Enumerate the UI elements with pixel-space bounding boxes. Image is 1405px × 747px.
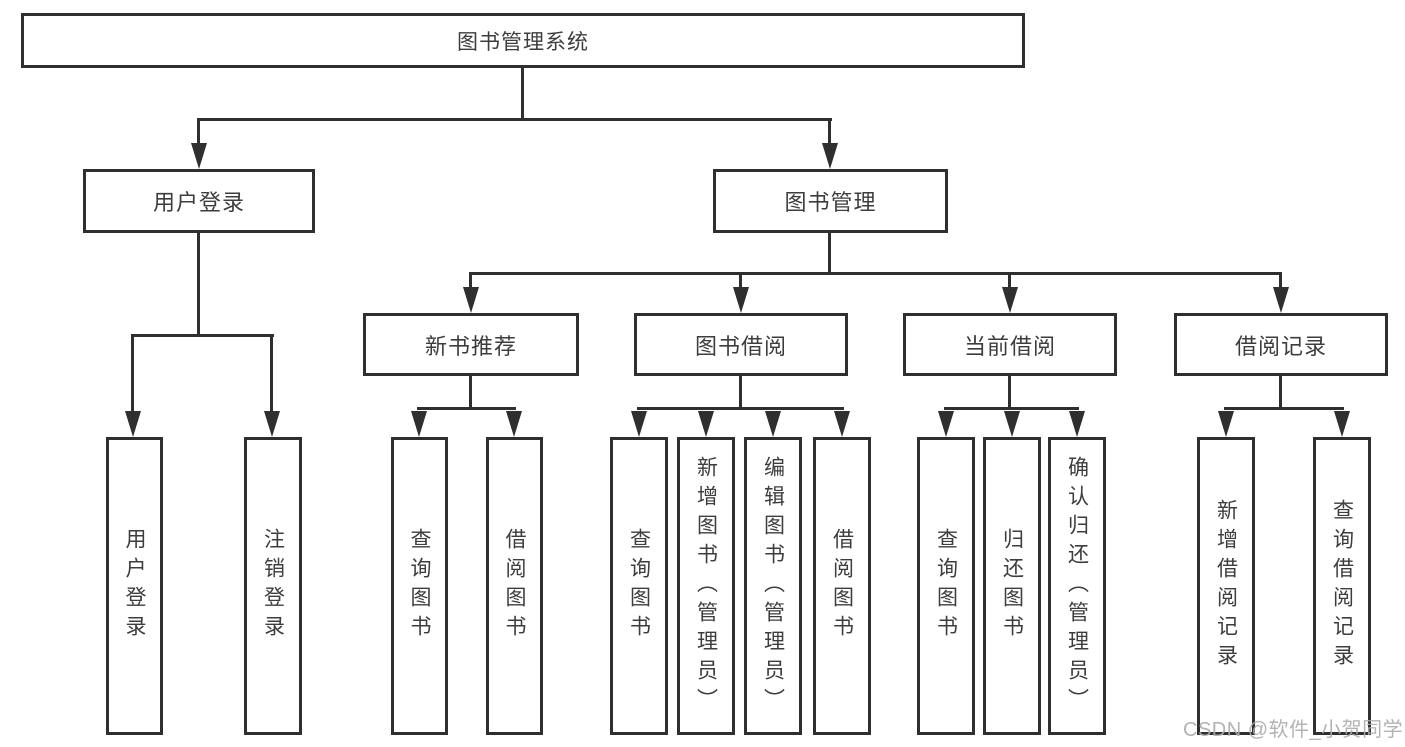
arrowhead-down-icon [1218,411,1234,437]
connector-vline [1279,376,1282,410]
arrowhead-down-icon [822,143,838,169]
node-label: 查询图书 [934,528,958,644]
connector-vline [1008,376,1011,410]
arrowhead-down-icon [765,411,781,437]
csdn-watermark: CSDN @软件_小贺同学 [1183,719,1404,741]
node-borrowing-records: 借阅记录 [1174,313,1388,376]
node-label: 查询图书 [408,528,431,644]
connector-book-mgmt-hline [469,272,1282,275]
connector-root-hline [197,118,832,121]
node-label: 注销登录 [261,528,285,644]
connector-stub [1008,274,1011,289]
arrowhead-down-icon [1002,287,1018,313]
connector-stub [270,336,273,413]
connector-vline [739,376,742,410]
node-label: 图书管理 [784,190,877,215]
node-label: 归还图书 [1000,528,1024,644]
node-label: 新书推荐 [424,333,517,359]
leaf-add-books-admin: 新增图书（管理员） [677,437,735,735]
connector-stub [739,274,742,289]
connector-book-mgmt-vline [828,233,831,274]
connector-stub [197,120,200,144]
arrowhead-down-icon [834,411,850,437]
node-new-book-recommendation: 新书推荐 [363,313,579,376]
arrowhead-down-icon [698,411,714,437]
leaf-borrow-books-recommend: 借阅图书 [486,437,543,735]
arrowhead-down-icon [938,411,954,437]
leaf-logout: 注销登录 [244,437,302,735]
node-label: 确认归还（管理员） [1065,455,1089,717]
node-current-borrowing: 当前借阅 [903,313,1117,376]
node-root-library-management-system: 图书管理系统 [21,13,1025,68]
arrowhead-down-icon [631,411,647,437]
leaf-query-books-borrowing: 查询图书 [610,437,668,735]
connector-stub [469,274,472,289]
node-user-login-branch: 用户登录 [83,169,315,233]
node-label: 当前借阅 [963,333,1056,359]
leaf-return-books: 归还图书 [983,437,1041,735]
arrowhead-down-icon [264,411,280,437]
connector-stub [131,336,134,413]
connector-hline [417,407,516,410]
arrowhead-down-icon [1069,411,1085,437]
node-label: 编辑图书（管理员） [761,455,785,717]
node-label: 用户登录 [152,190,245,215]
leaf-query-borrow-record: 查询借阅记录 [1313,437,1371,735]
node-label: 用户登录 [123,528,146,644]
arrowhead-down-icon [1273,287,1289,313]
node-label: 借阅记录 [1234,333,1327,359]
leaf-confirm-return-admin: 确认归还（管理员） [1048,437,1106,735]
connector-hline [1224,407,1344,410]
connector-user-login-vline [197,233,200,336]
arrowhead-down-icon [1004,411,1020,437]
leaf-edit-books-admin: 编辑图书（管理员） [744,437,802,735]
node-label: 新增借阅记录 [1214,499,1238,673]
node-label: 新增图书（管理员） [694,455,718,717]
leaf-borrow-books: 借阅图书 [813,437,871,735]
leaf-user-login: 用户登录 [106,437,163,735]
leaf-query-books-recommend: 查询图书 [391,437,448,735]
node-label: 图书管理系统 [457,30,589,54]
connector-user-login-hline [131,334,274,337]
connector-root-vline [521,68,524,119]
leaf-query-books-current: 查询图书 [917,437,975,735]
node-book-borrowing: 图书借阅 [634,313,848,376]
connector-stub [828,120,831,144]
arrowhead-down-icon [125,411,141,437]
arrowhead-down-icon [1334,411,1350,437]
node-label: 借阅图书 [503,528,526,644]
connector-hline [637,407,844,410]
arrowhead-down-icon [191,143,207,169]
leaf-add-borrow-record: 新增借阅记录 [1197,437,1255,735]
node-label: 查询借阅记录 [1330,499,1354,673]
node-label: 查询图书 [627,528,651,644]
node-label: 图书借阅 [694,333,787,359]
connector-hline [944,407,1079,410]
node-label: 借阅图书 [830,528,854,644]
arrowhead-down-icon [506,411,522,437]
connector-vline [469,376,472,410]
arrowhead-down-icon [463,287,479,313]
node-book-management-branch: 图书管理 [713,169,948,233]
arrowhead-down-icon [411,411,427,437]
arrowhead-down-icon [733,287,749,313]
connector-stub [1279,274,1282,289]
